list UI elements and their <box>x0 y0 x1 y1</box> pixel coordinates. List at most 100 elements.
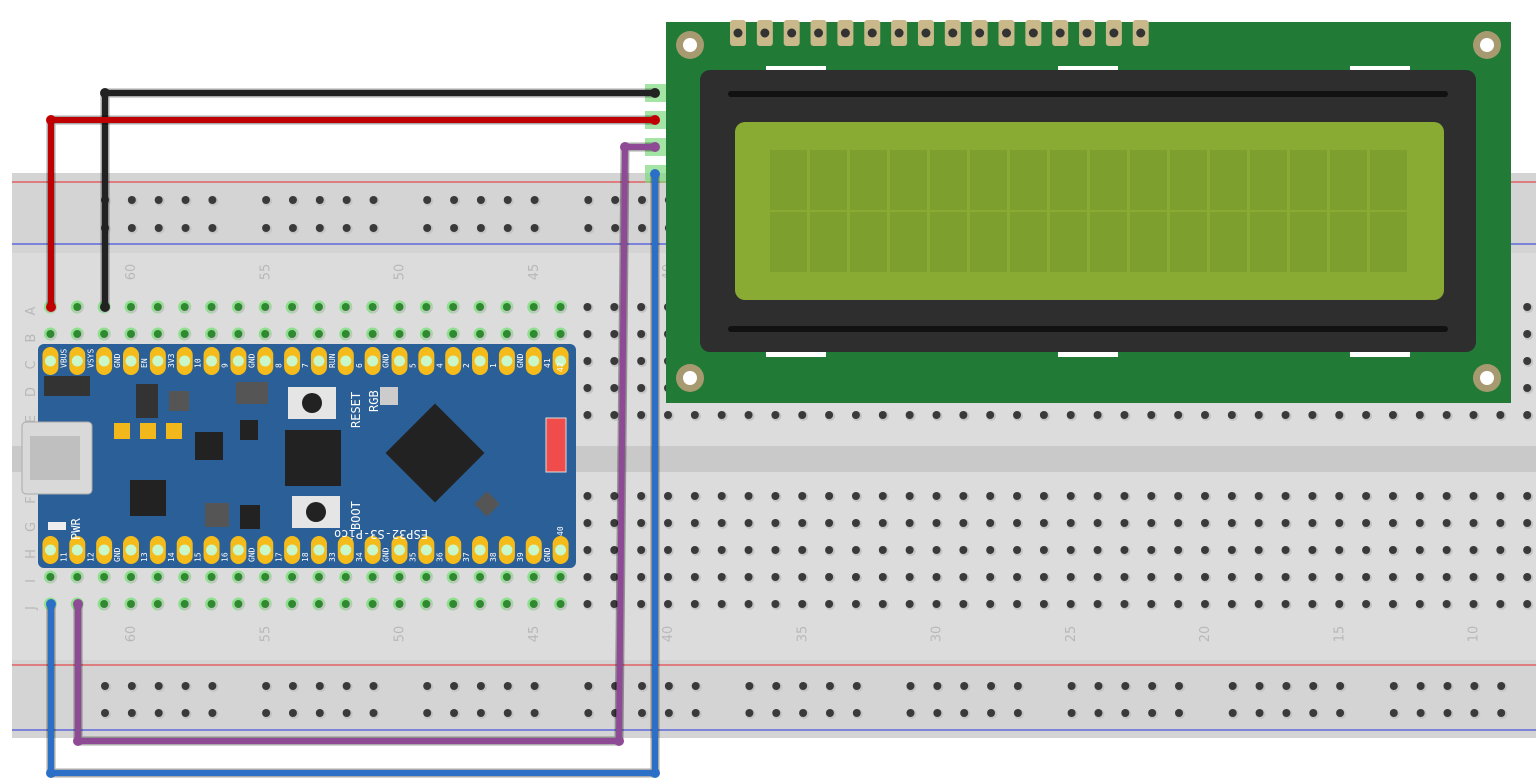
breadboard-hole[interactable] <box>449 600 458 608</box>
breadboard-hole[interactable] <box>180 330 189 338</box>
rail-hole[interactable] <box>1282 682 1291 690</box>
wire-bend-point[interactable] <box>73 736 83 746</box>
rail-hole[interactable] <box>476 196 485 204</box>
breadboard-hole[interactable] <box>637 573 646 581</box>
breadboard-hole[interactable] <box>905 573 914 581</box>
breadboard-hole[interactable] <box>905 411 914 419</box>
breadboard-hole[interactable] <box>1308 411 1317 419</box>
wire-bend-point[interactable] <box>614 736 624 746</box>
breadboard-hole[interactable] <box>583 573 592 581</box>
rail-hole[interactable] <box>664 682 673 690</box>
breadboard-hole[interactable] <box>234 330 243 338</box>
wire-bend-point[interactable] <box>100 88 110 98</box>
breadboard-hole[interactable] <box>502 573 511 581</box>
breadboard-hole[interactable] <box>851 411 860 419</box>
breadboard-hole[interactable] <box>1415 519 1424 527</box>
rail-hole[interactable] <box>530 196 539 204</box>
breadboard-hole[interactable] <box>449 330 458 338</box>
wire-bend-point[interactable] <box>73 599 83 609</box>
breadboard-hole[interactable] <box>664 573 672 581</box>
breadboard-hole[interactable] <box>1201 492 1209 500</box>
rail-hole[interactable] <box>208 682 217 690</box>
breadboard-hole[interactable] <box>368 600 377 608</box>
breadboard-hole[interactable] <box>986 573 995 581</box>
breadboard-hole[interactable] <box>878 492 887 500</box>
breadboard-hole[interactable] <box>637 492 646 500</box>
breadboard-hole[interactable] <box>610 303 619 311</box>
breadboard-hole[interactable] <box>1335 411 1344 419</box>
breadboard-hole[interactable] <box>1523 573 1532 581</box>
rail-hole[interactable] <box>852 682 861 690</box>
wire-bend-point[interactable] <box>46 115 56 125</box>
breadboard-hole[interactable] <box>1415 546 1424 554</box>
breadboard-hole[interactable] <box>1174 573 1183 581</box>
breadboard-hole[interactable] <box>583 600 592 608</box>
rail-hole[interactable] <box>1497 682 1506 690</box>
rail-hole[interactable] <box>342 224 351 232</box>
breadboard-hole[interactable] <box>1120 546 1129 554</box>
breadboard-hole[interactable] <box>1469 546 1478 554</box>
breadboard-hole[interactable] <box>100 600 109 608</box>
rail-hole[interactable] <box>476 709 485 717</box>
breadboard-hole[interactable] <box>1254 546 1263 554</box>
pin-hole[interactable] <box>555 544 567 556</box>
breadboard-hole[interactable] <box>1201 573 1209 581</box>
breadboard-hole[interactable] <box>1281 600 1290 608</box>
rail-hole[interactable] <box>208 224 217 232</box>
breadboard-hole[interactable] <box>1227 600 1236 608</box>
breadboard-hole[interactable] <box>422 573 431 581</box>
breadboard-hole[interactable] <box>1523 330 1532 338</box>
breadboard-hole[interactable] <box>261 303 270 311</box>
breadboard-hole[interactable] <box>798 411 807 419</box>
rail-hole[interactable] <box>1067 682 1076 690</box>
breadboard-hole[interactable] <box>1120 492 1129 500</box>
breadboard-hole[interactable] <box>1442 546 1451 554</box>
pin-hole[interactable] <box>152 544 164 556</box>
breadboard-hole[interactable] <box>1308 573 1317 581</box>
breadboard-hole[interactable] <box>1066 546 1075 554</box>
breadboard-hole[interactable] <box>825 411 834 419</box>
breadboard-hole[interactable] <box>1523 384 1532 392</box>
breadboard-hole[interactable] <box>1388 519 1397 527</box>
breadboard-hole[interactable] <box>878 411 887 419</box>
breadboard-hole[interactable] <box>1523 303 1532 311</box>
breadboard-hole[interactable] <box>1388 573 1397 581</box>
rail-hole[interactable] <box>691 682 700 690</box>
breadboard-hole[interactable] <box>1254 573 1263 581</box>
breadboard-hole[interactable] <box>476 573 485 581</box>
wire-bend-point[interactable] <box>100 302 110 312</box>
rail-hole[interactable] <box>1336 709 1345 717</box>
wire-bend-point[interactable] <box>650 768 660 778</box>
breadboard-hole[interactable] <box>1362 573 1371 581</box>
rail-hole[interactable] <box>772 682 781 690</box>
rail-hole[interactable] <box>1121 709 1130 717</box>
breadboard-hole[interactable] <box>932 519 941 527</box>
rail-hole[interactable] <box>611 196 620 204</box>
breadboard-hole[interactable] <box>878 546 887 554</box>
breadboard-hole[interactable] <box>1147 411 1156 419</box>
breadboard-hole[interactable] <box>1388 546 1397 554</box>
rail-hole[interactable] <box>584 224 593 232</box>
breadboard-hole[interactable] <box>1254 411 1263 419</box>
breadboard-hole[interactable] <box>1523 546 1532 554</box>
rail-hole[interactable] <box>450 709 459 717</box>
pin-hole[interactable] <box>286 544 298 556</box>
breadboard-hole[interactable] <box>744 600 753 608</box>
breadboard-hole[interactable] <box>1415 411 1424 419</box>
breadboard-hole[interactable] <box>932 600 941 608</box>
pin-hole[interactable] <box>555 355 567 367</box>
breadboard-hole[interactable] <box>234 303 243 311</box>
breadboard-hole[interactable] <box>1227 573 1236 581</box>
breadboard-hole[interactable] <box>1442 519 1451 527</box>
breadboard-hole[interactable] <box>610 573 619 581</box>
rail-hole[interactable] <box>799 709 808 717</box>
rail-hole[interactable] <box>127 682 136 690</box>
pin-hole[interactable] <box>179 355 191 367</box>
breadboard-hole[interactable] <box>690 573 699 581</box>
pin-hole[interactable] <box>447 544 459 556</box>
rail-hole[interactable] <box>584 196 593 204</box>
rail-hole[interactable] <box>1013 709 1022 717</box>
breadboard-hole[interactable] <box>261 573 270 581</box>
rail-hole[interactable] <box>1013 682 1022 690</box>
rail-hole[interactable] <box>799 682 808 690</box>
